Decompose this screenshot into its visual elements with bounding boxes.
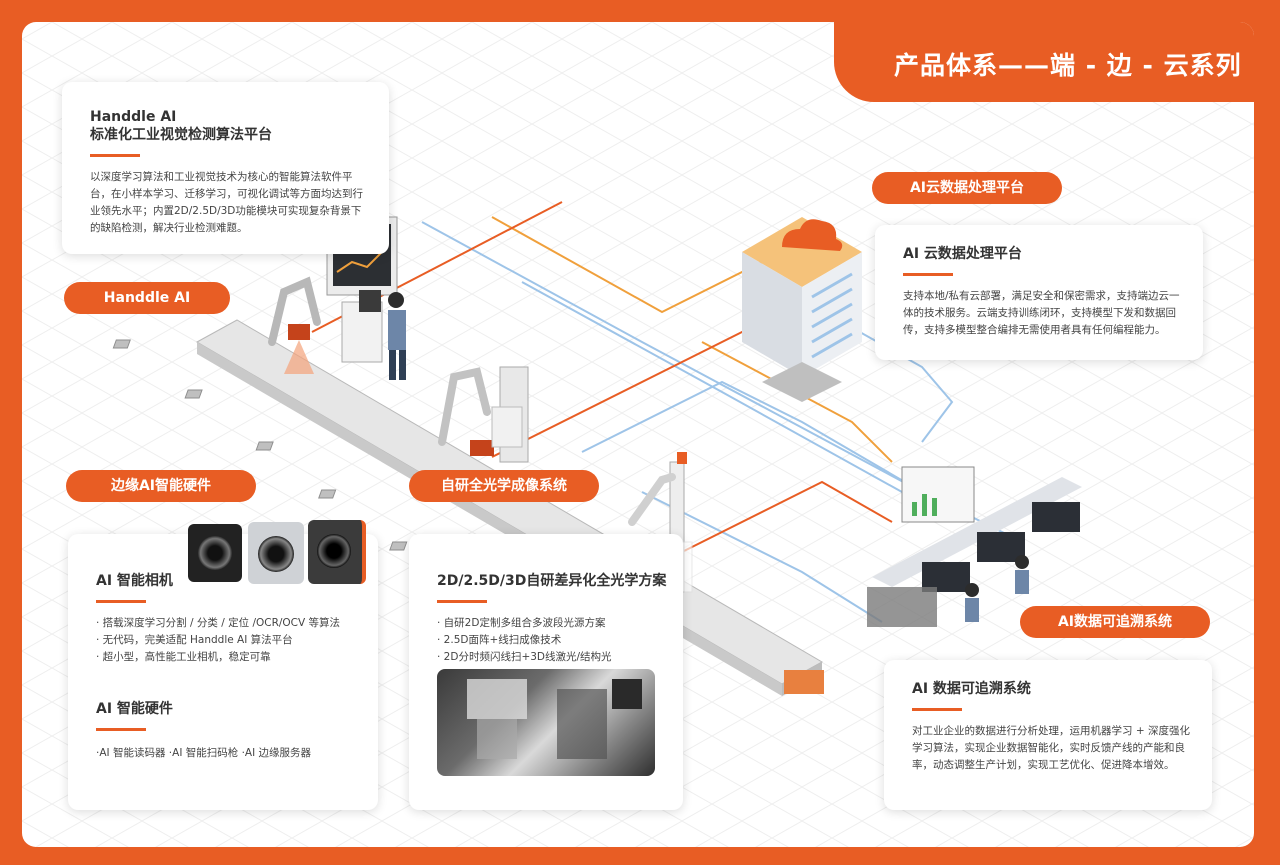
cloud-server xyxy=(742,217,862,402)
handdle-card-title-2: 标准化工业视觉检测算法平台 xyxy=(90,127,272,143)
accent-bar xyxy=(912,708,962,711)
smart-camera-1 xyxy=(188,524,242,582)
accent-bar xyxy=(96,728,146,731)
page-title: 产品体系——端 - 边 - 云系列 xyxy=(894,51,1242,80)
lens-icon xyxy=(198,536,232,570)
lens-icon xyxy=(317,534,351,568)
accent-bar xyxy=(96,600,146,603)
optical-equipment-photo xyxy=(437,669,655,776)
station-2 xyxy=(438,366,529,463)
trace-card-title: AI 数据可追溯系统 xyxy=(912,681,1031,697)
optical-item-1: · 自研2D定制多组合多波段光源方案 xyxy=(437,617,606,629)
smart-camera-2 xyxy=(248,522,304,584)
handdle-card-body: 以深度学习算法和工业视觉技术为核心的智能算法软件平台，在小样本学习、迁移学习，可… xyxy=(90,171,363,234)
cloud-card-body: 支持本地/私有云部署，满足安全和保密需求，支持端边云一体的技术服务。云端支持训练… xyxy=(903,290,1180,336)
machine-photo-illustration xyxy=(467,679,642,759)
cloud-card-title: AI 云数据处理平台 xyxy=(903,246,1022,262)
camera-title: AI 智能相机 xyxy=(96,573,173,589)
hardware-title: AI 智能硬件 xyxy=(96,701,173,717)
pill-trace-system: AI数据可追溯系统 xyxy=(1020,606,1210,638)
handdle-card: Handdle AI 标准化工业视觉检测算法平台 以深度学习算法和工业视觉技术为… xyxy=(62,82,389,254)
optical-card: 2D/2.5D/3D自研差异化全光学方案 · 自研2D定制多组合多波段光源方案 … xyxy=(409,534,683,810)
accent-bar xyxy=(437,600,487,603)
smart-camera-3 xyxy=(308,520,366,584)
accent-bar xyxy=(903,273,953,276)
accent-bar xyxy=(90,154,140,157)
edge-card: AI 智能相机 · 搭载深度学习分割 / 分类 / 定位 /OCR/OCV 等算… xyxy=(68,520,378,810)
optical-item-2: · 2.5D面阵+线扫成像技术 xyxy=(437,634,562,646)
trace-card-body: 对工业企业的数据进行分析处理，运用机器学习 + 深度强化学习算法，实现企业数据智… xyxy=(912,725,1190,771)
hardware-items: ·AI 智能读码器 ·AI 智能扫码枪 ·AI 边缘服务器 xyxy=(96,747,312,759)
lens-icon xyxy=(258,536,294,572)
trace-workstation xyxy=(867,466,1082,627)
pill-cloud-platform: AI云数据处理平台 xyxy=(872,172,1062,204)
optical-item-3: · 2D分时频闪线扫+3D线激光/结构光 xyxy=(437,651,612,663)
camera-item-1: · 搭载深度学习分割 / 分类 / 定位 /OCR/OCV 等算法 xyxy=(96,617,341,629)
handdle-card-title-1: Handdle AI xyxy=(90,109,177,125)
pill-optical-system: 自研全光学成像系统 xyxy=(409,470,599,502)
poster-sheet: 产品体系——端 - 边 - 云系列 Handdle AI 标准化工业视觉检测算法… xyxy=(22,22,1254,847)
pill-edge-hardware: 边缘AI智能硬件 xyxy=(66,470,256,502)
pill-handdle-ai: Handdle AI xyxy=(64,282,230,314)
optical-card-title: 2D/2.5D/3D自研差异化全光学方案 xyxy=(437,573,667,589)
cloud-card: AI 云数据处理平台 支持本地/私有云部署，满足安全和保密需求，支持端边云一体的… xyxy=(875,225,1203,360)
camera-item-3: · 超小型，高性能工业相机，稳定可靠 xyxy=(96,651,271,663)
title-tab: 产品体系——端 - 边 - 云系列 xyxy=(834,22,1254,102)
trace-card: AI 数据可追溯系统 对工业企业的数据进行分析处理，运用机器学习 + 深度强化学… xyxy=(884,660,1212,810)
camera-item-2: · 无代码，完美适配 Handdle AI 算法平台 xyxy=(96,634,293,646)
